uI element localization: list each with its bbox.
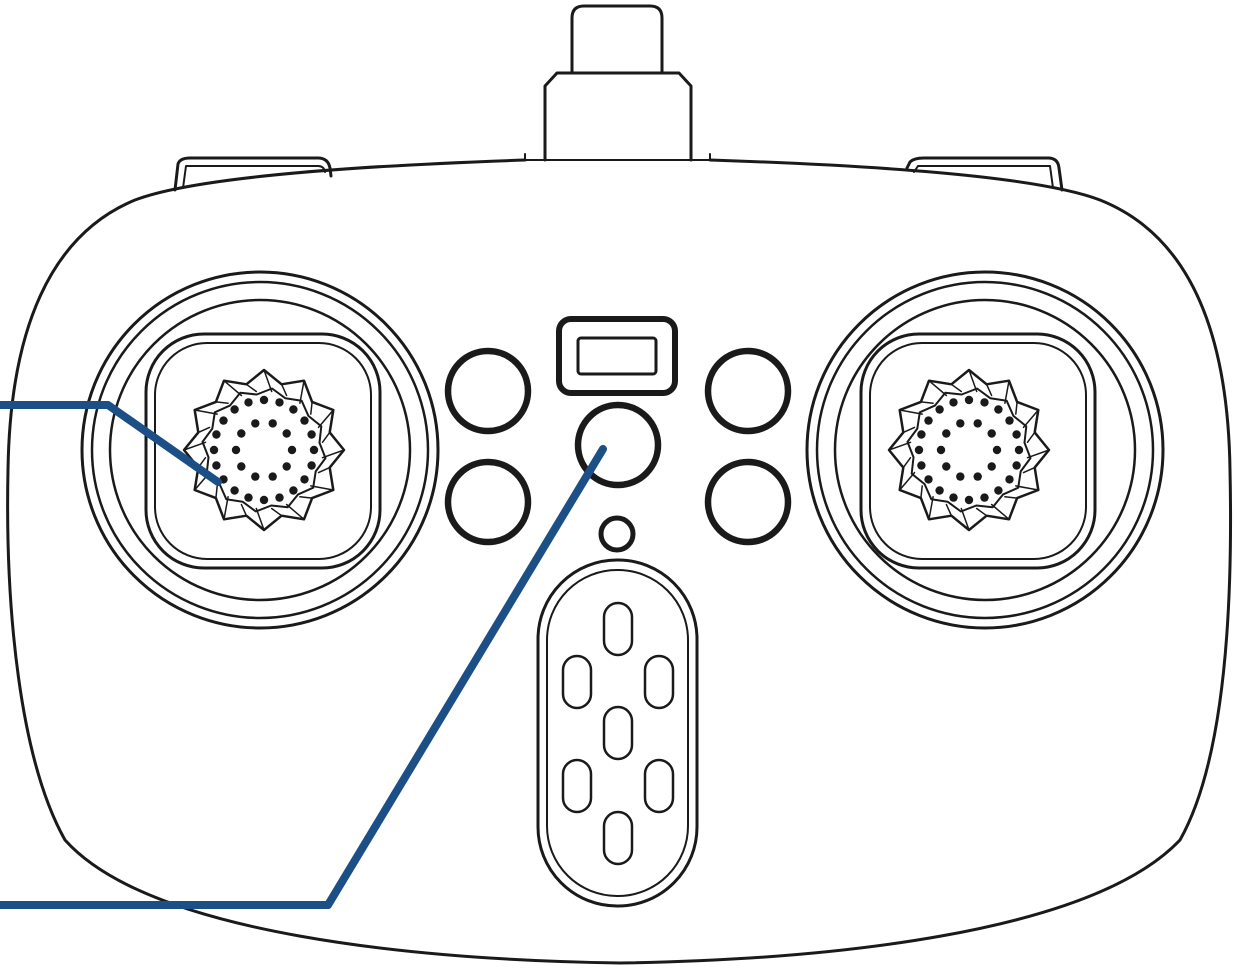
center-button-callout [0,445,607,909]
right-bottom-button[interactable] [704,458,792,546]
joystick-grip-dot [1012,461,1021,470]
joystick-grip-dot [231,445,241,455]
left-bottom-button[interactable] [444,458,532,546]
left-joystick-cap [182,368,346,532]
joystick-grip-dot [949,398,958,407]
joystick-grip-dot [287,445,297,455]
joystick-grip-dot [307,461,316,470]
joystick-grip-dot [259,495,269,505]
left-joystick-callout [0,401,222,486]
joystick-grip-dot [917,430,926,439]
joystick-grip-dot [994,486,1003,495]
joystick-grip-dot [936,445,946,455]
joystick-grip-dot [949,493,958,502]
joystick-grip-dot [987,429,996,438]
right-shoulder-bumper[interactable] [905,156,1064,192]
joystick-grip-dot [300,416,309,425]
joystick-grip-dot [237,429,246,438]
left-joystick-rim [182,368,346,532]
joystick-grip-dot [1014,445,1024,455]
joystick-grip-dot [259,395,269,405]
joystick-grip-dot [244,493,253,502]
joystick-grip-dot [942,429,951,438]
joystick-grip-dot [935,405,944,414]
joystick-grip-dot [924,475,933,484]
joystick-grip-dot [212,430,221,439]
indicator-light [598,515,636,553]
right-joystick-rim [887,368,1051,532]
joystick-grip-dot [1005,416,1014,425]
joystick-grip-dot [212,461,221,470]
joystick-grip-dot [942,462,951,471]
controller-body [6,153,1233,965]
joystick-grip-dot [980,398,989,407]
joystick-grip-dot [924,416,933,425]
joystick-grip-dot [1012,430,1021,439]
joystick-grip-dot [209,445,219,455]
joystick-grip-dot [956,472,965,481]
joystick-grip-dot [994,405,1003,414]
joystick-grip-dot [992,445,1002,455]
joystick-grip-dot [219,416,228,425]
joystick-grip-dot [230,486,239,495]
joystick-grip-dot [230,405,239,414]
joystick-grip-dot [973,419,982,428]
joystick-grip-dot [289,405,298,414]
joystick-grip-dot [309,445,319,455]
joystick-grip-dot [275,398,284,407]
joystick-grip-dot [237,462,246,471]
joystick-grip-dot [917,461,926,470]
joystick-grip-dot [964,495,974,505]
joystick-grip-dot [300,475,309,484]
joystick-grip-dot [251,472,260,481]
joystick-grip-dot [282,429,291,438]
joystick-grip-dot [307,430,316,439]
joystick-grip-dot [1005,475,1014,484]
right-top-button[interactable] [704,347,792,435]
joystick-grip-dot [268,419,277,428]
joystick-grip-dot [289,486,298,495]
joystick-grip-dot [282,462,291,471]
joystick-grip-dot [964,395,974,405]
joystick-grip-dot [275,493,284,502]
antenna [543,4,693,162]
joystick-grip-dot [244,398,253,407]
power-switch[interactable] [556,316,678,396]
right-joystick-cap [887,368,1051,532]
joystick-grip-dot [251,419,260,428]
left-joystick[interactable] [80,270,440,630]
phone-holder-pad [536,558,699,908]
joystick-grip-dot [935,486,944,495]
left-top-button[interactable] [444,347,532,435]
right-joystick[interactable] [805,270,1165,630]
joystick-grip-dot [973,472,982,481]
joystick-grip-dot [987,462,996,471]
joystick-grip-dot [980,493,989,502]
joystick-grip-dot [956,419,965,428]
joystick-grip-dot [914,445,924,455]
joystick-grip-dot [268,472,277,481]
center-button[interactable] [574,401,662,489]
